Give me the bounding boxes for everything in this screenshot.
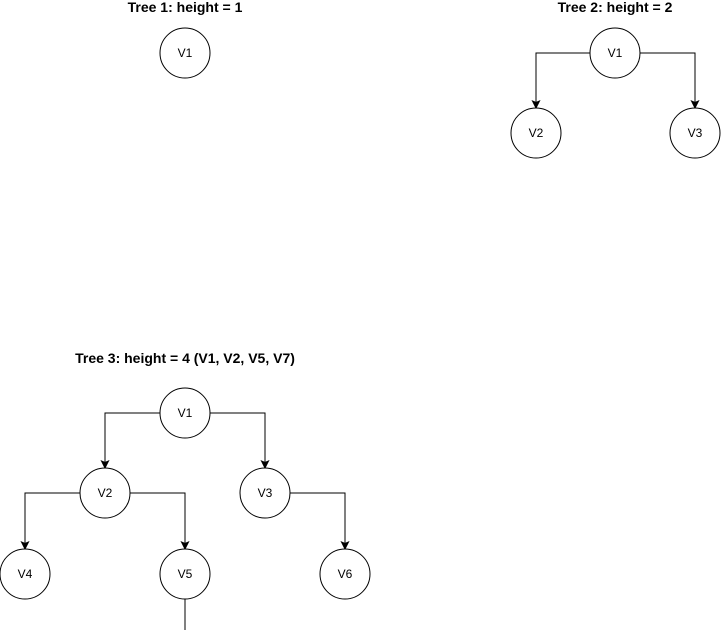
edges-layer xyxy=(20,52,700,630)
node-t3-v1: V1 xyxy=(159,387,211,439)
node-t2-v3: V3 xyxy=(669,107,721,159)
tree3-title: Tree 3: height = 4 (V1, V2, V5, V7) xyxy=(75,350,295,366)
arrowhead-icon xyxy=(20,541,30,551)
node-t3-v4: V4 xyxy=(0,548,51,600)
node-circle xyxy=(669,107,721,159)
connector-line xyxy=(130,492,186,543)
node-label: V1 xyxy=(178,46,193,60)
node-label: V2 xyxy=(529,126,544,140)
node-t2-v1: V1 xyxy=(589,27,641,79)
node-circle xyxy=(319,548,371,600)
arrowhead-icon xyxy=(260,460,270,470)
arrowhead-icon xyxy=(690,100,700,110)
edge-t3-v1-t3-v3 xyxy=(210,412,270,470)
edge-t2-v1-t2-v3 xyxy=(640,52,700,110)
edge-t2-v1-t2-v2 xyxy=(531,52,590,110)
edge-t3-v3-t3-v6 xyxy=(290,492,350,551)
tree2-title: Tree 2: height = 2 xyxy=(558,0,673,15)
node-label: V1 xyxy=(608,46,623,60)
node-label: V2 xyxy=(98,486,113,500)
node-label: V5 xyxy=(178,567,193,581)
arrowhead-icon xyxy=(100,460,110,470)
edge-t3-v2-t3-v5 xyxy=(130,492,190,551)
node-circle xyxy=(79,467,131,519)
node-label: V4 xyxy=(18,567,33,581)
node-circle xyxy=(589,27,641,79)
node-t2-v2: V2 xyxy=(510,107,562,159)
connector-line xyxy=(210,412,266,462)
connector-line xyxy=(535,52,590,102)
node-circle xyxy=(510,107,562,159)
connector-line xyxy=(640,52,696,102)
arrowhead-icon xyxy=(340,541,350,551)
node-label: V1 xyxy=(178,406,193,420)
node-t1-v1: V1 xyxy=(159,27,211,79)
node-circle xyxy=(0,548,51,600)
node-label: V3 xyxy=(688,126,703,140)
arrowhead-icon xyxy=(180,541,190,551)
node-circle xyxy=(159,387,211,439)
tree1-title: Tree 1: height = 1 xyxy=(128,0,243,15)
node-circle xyxy=(239,467,291,519)
node-t3-v2: V2 xyxy=(79,467,131,519)
node-circle xyxy=(159,548,211,600)
node-t3-v6: V6 xyxy=(319,548,371,600)
connector-line xyxy=(104,412,160,462)
edge-t3-v2-t3-v4 xyxy=(20,492,80,551)
node-label: V3 xyxy=(258,486,273,500)
node-circle xyxy=(159,27,211,79)
node-t3-v3: V3 xyxy=(239,467,291,519)
connector-line xyxy=(24,492,80,543)
node-label: V6 xyxy=(338,567,353,581)
node-t3-v5: V5 xyxy=(159,548,211,600)
arrowhead-icon xyxy=(531,100,541,110)
connector-line xyxy=(290,492,346,543)
edge-t3-v1-t3-v2 xyxy=(100,412,160,470)
